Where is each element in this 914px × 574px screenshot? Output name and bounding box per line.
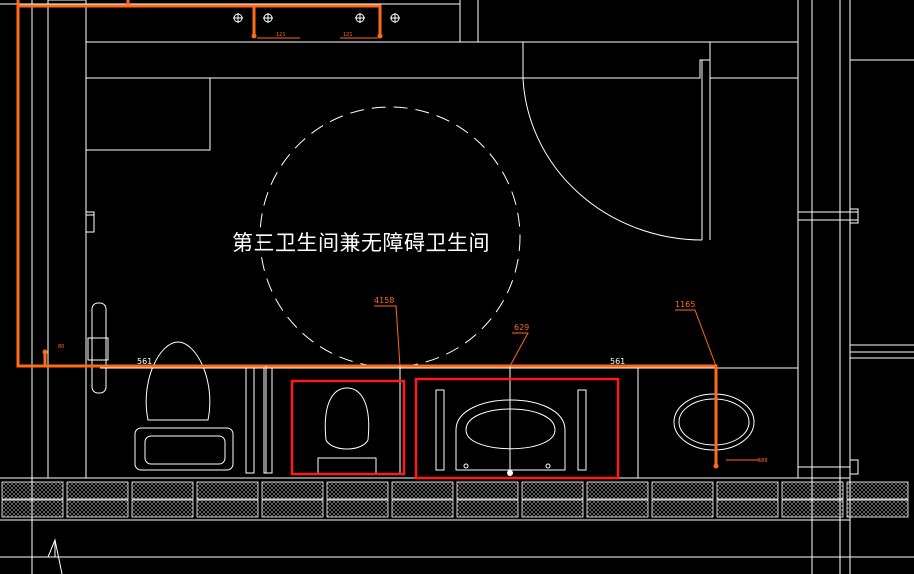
grate-cell [521, 499, 584, 518]
grate-cell [456, 481, 519, 500]
urinal-fixture [317, 387, 377, 475]
room-interior [85, 42, 859, 475]
grate-cell [326, 499, 389, 518]
grate-cell [131, 499, 194, 518]
dimension-label-1165: 1165 [675, 300, 695, 309]
grate-cell [781, 481, 844, 500]
ceiling-fixture-icons [233, 13, 400, 23]
grate-cell [846, 499, 909, 518]
grate-cell [846, 481, 909, 500]
highlight-box-basin [414, 377, 620, 480]
room-title: 第三卫生间兼无障碍卫生间 [232, 231, 490, 255]
dimension-label-588: 588 [758, 458, 768, 464]
left-wall [47, 0, 87, 479]
grate-cell [716, 499, 779, 518]
grate-cell [586, 481, 649, 500]
grate-cell [1, 499, 64, 518]
dimension-label-top-2: 121 [343, 32, 353, 38]
wash-basin-fixture [435, 389, 587, 476]
dimension-label-4158: 4158 [374, 296, 394, 305]
dimension-label-wall-2: 561 [610, 357, 625, 366]
grab-bar [87, 302, 109, 394]
grate-cell [651, 481, 714, 500]
oval-basin-fixture [673, 393, 755, 451]
drainage-grate-row [0, 477, 909, 521]
grate-cell [586, 499, 649, 518]
grate-cell [456, 499, 519, 518]
fixture-row [100, 341, 798, 478]
grate-cell [391, 481, 454, 500]
grate-cell [66, 481, 129, 500]
highlight-box-urinal [290, 379, 406, 476]
grate-cell [391, 499, 454, 518]
grate-cell [521, 481, 584, 500]
grate-cell [196, 499, 259, 518]
grate-cell [131, 481, 194, 500]
grate-cell [326, 481, 389, 500]
break-line [0, 538, 914, 574]
dimension-label-left: 80 [58, 344, 64, 350]
highlight-boxes [290, 377, 620, 480]
grate-cell [716, 481, 779, 500]
grate-cell [196, 481, 259, 500]
toilet-fixture-left [134, 341, 234, 471]
grate-cell [66, 499, 129, 518]
water-pipe-route [16, 0, 719, 473]
dimension-label-top-1: 121 [276, 32, 286, 38]
grate-cell [261, 481, 324, 500]
dimension-label-wall-1: 561 [137, 357, 152, 366]
top-wall [85, 41, 799, 79]
dimension-leaders [257, 37, 760, 461]
grate-cell [261, 499, 324, 518]
grate-cell [651, 499, 714, 518]
grate-cell [781, 499, 844, 518]
grate-cell [1, 481, 64, 500]
dimension-label-629: 629 [514, 323, 529, 332]
